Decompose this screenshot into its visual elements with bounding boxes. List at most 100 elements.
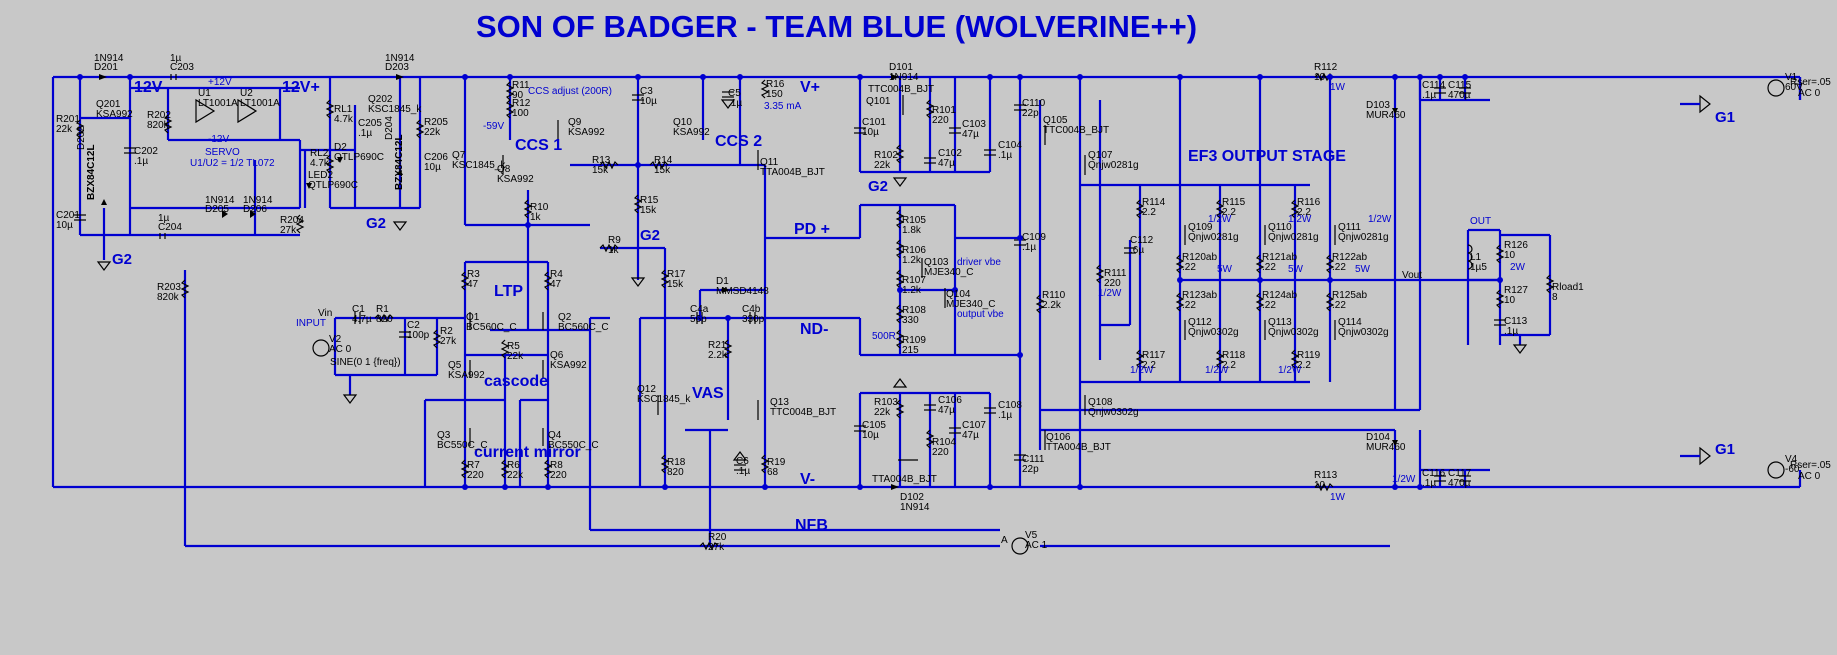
net-label-ccs2: CCS 2 [715,133,762,150]
component-ref: C205 [358,118,382,129]
component-ref: R12 [512,98,531,109]
component-value: .1µ [358,128,372,139]
component-value: 27k [280,225,297,236]
component-ref: R113 [1314,470,1338,481]
component-value: Qnjw0281g [1188,232,1239,243]
component-ref: R111 [1104,268,1127,279]
component-ref: R16 [766,79,785,90]
component-ref: C3 [640,86,653,97]
component-ref: C117 [1448,468,1472,479]
component-ref: R110 [1042,290,1066,301]
component-value: 330p [742,314,765,325]
component-value: 2.2 [1222,360,1236,371]
component-value: 10 [1314,480,1326,491]
schematic-title: SON OF BADGER - TEAM BLUE (WOLVERINE++) [476,9,1197,44]
component-ref: Q110 [1268,222,1292,233]
component-ref: R108 [902,305,926,316]
input-stage [312,77,765,487]
component-value: 27k [708,542,725,553]
power-rating-label: 1/2W [1130,365,1154,376]
component-value: Qnjw0281g [1338,232,1389,243]
component-ref: Q114 [1338,317,1362,328]
component-ref: C105 [862,420,886,431]
component-value: .22 [1262,300,1276,311]
net-label-vin: Vin [318,308,332,319]
net-label-vout: Vout [1402,270,1422,281]
component-value: AC 0 [329,344,352,355]
component-value: 1µ [170,53,182,64]
component-value: 1.2k [902,285,922,296]
component-ref: C202 [134,146,158,157]
component-ref: D202 [76,126,87,150]
component-value: 2.2 [1297,360,1311,371]
component-value: 220 [932,447,949,458]
component-value: 1N914 [243,195,273,206]
v4-ac-label: AC 0 [1798,471,1821,482]
net-label-input: INPUT [296,318,326,329]
label-output-vbe: output vbe [957,309,1004,320]
net-label-ef3-output-stage: EF3 OUTPUT STAGE [1188,148,1346,165]
component-value: 2.2 [1142,207,1156,218]
component-ref: Q202 [368,94,393,105]
component-value: 22k [874,160,891,171]
component-value: 47 [550,279,562,290]
component-value: 60V [1785,82,1803,93]
component-sine: SINE(0 1 {freq}) [330,357,401,368]
component-ref: R106 [902,245,926,256]
component-value: 2.2 [1142,360,1156,371]
component-c113: C113.1µ [1504,316,1528,337]
component-value: KSC1845_k [368,104,422,115]
component-ref: Q12 [637,384,656,395]
power-rating-label: 5W [1355,264,1371,275]
component-value: 22k [56,124,73,135]
component-ref: C2 [407,320,420,331]
component-value: 2.2k [708,350,728,361]
component-value: BZX84C12L [394,134,405,190]
component-ref: R18 [667,457,686,468]
v1-rser-label: Rser=.05 [1790,77,1831,88]
component-ref: L1 [1470,252,1482,263]
label-driver-vbe: driver vbe [957,257,1001,268]
component-ref: Q2 [558,312,572,323]
component-ref: C5 [728,88,741,99]
component-value: 2.2 [1297,207,1311,218]
component-value: 150 [766,89,783,100]
component-value: AC 1 [1025,540,1048,551]
component-ref: D2 [334,142,347,153]
component-ref: R112 [1314,62,1338,73]
gnd-label-g2-bias: G2 [868,178,888,195]
component-value: SINE(0 1 {freq}) [330,357,401,368]
component-r122ab: R122ab.22 [1332,252,1367,273]
component-ref: R21 [708,340,727,351]
component-value: 820k [147,120,170,131]
